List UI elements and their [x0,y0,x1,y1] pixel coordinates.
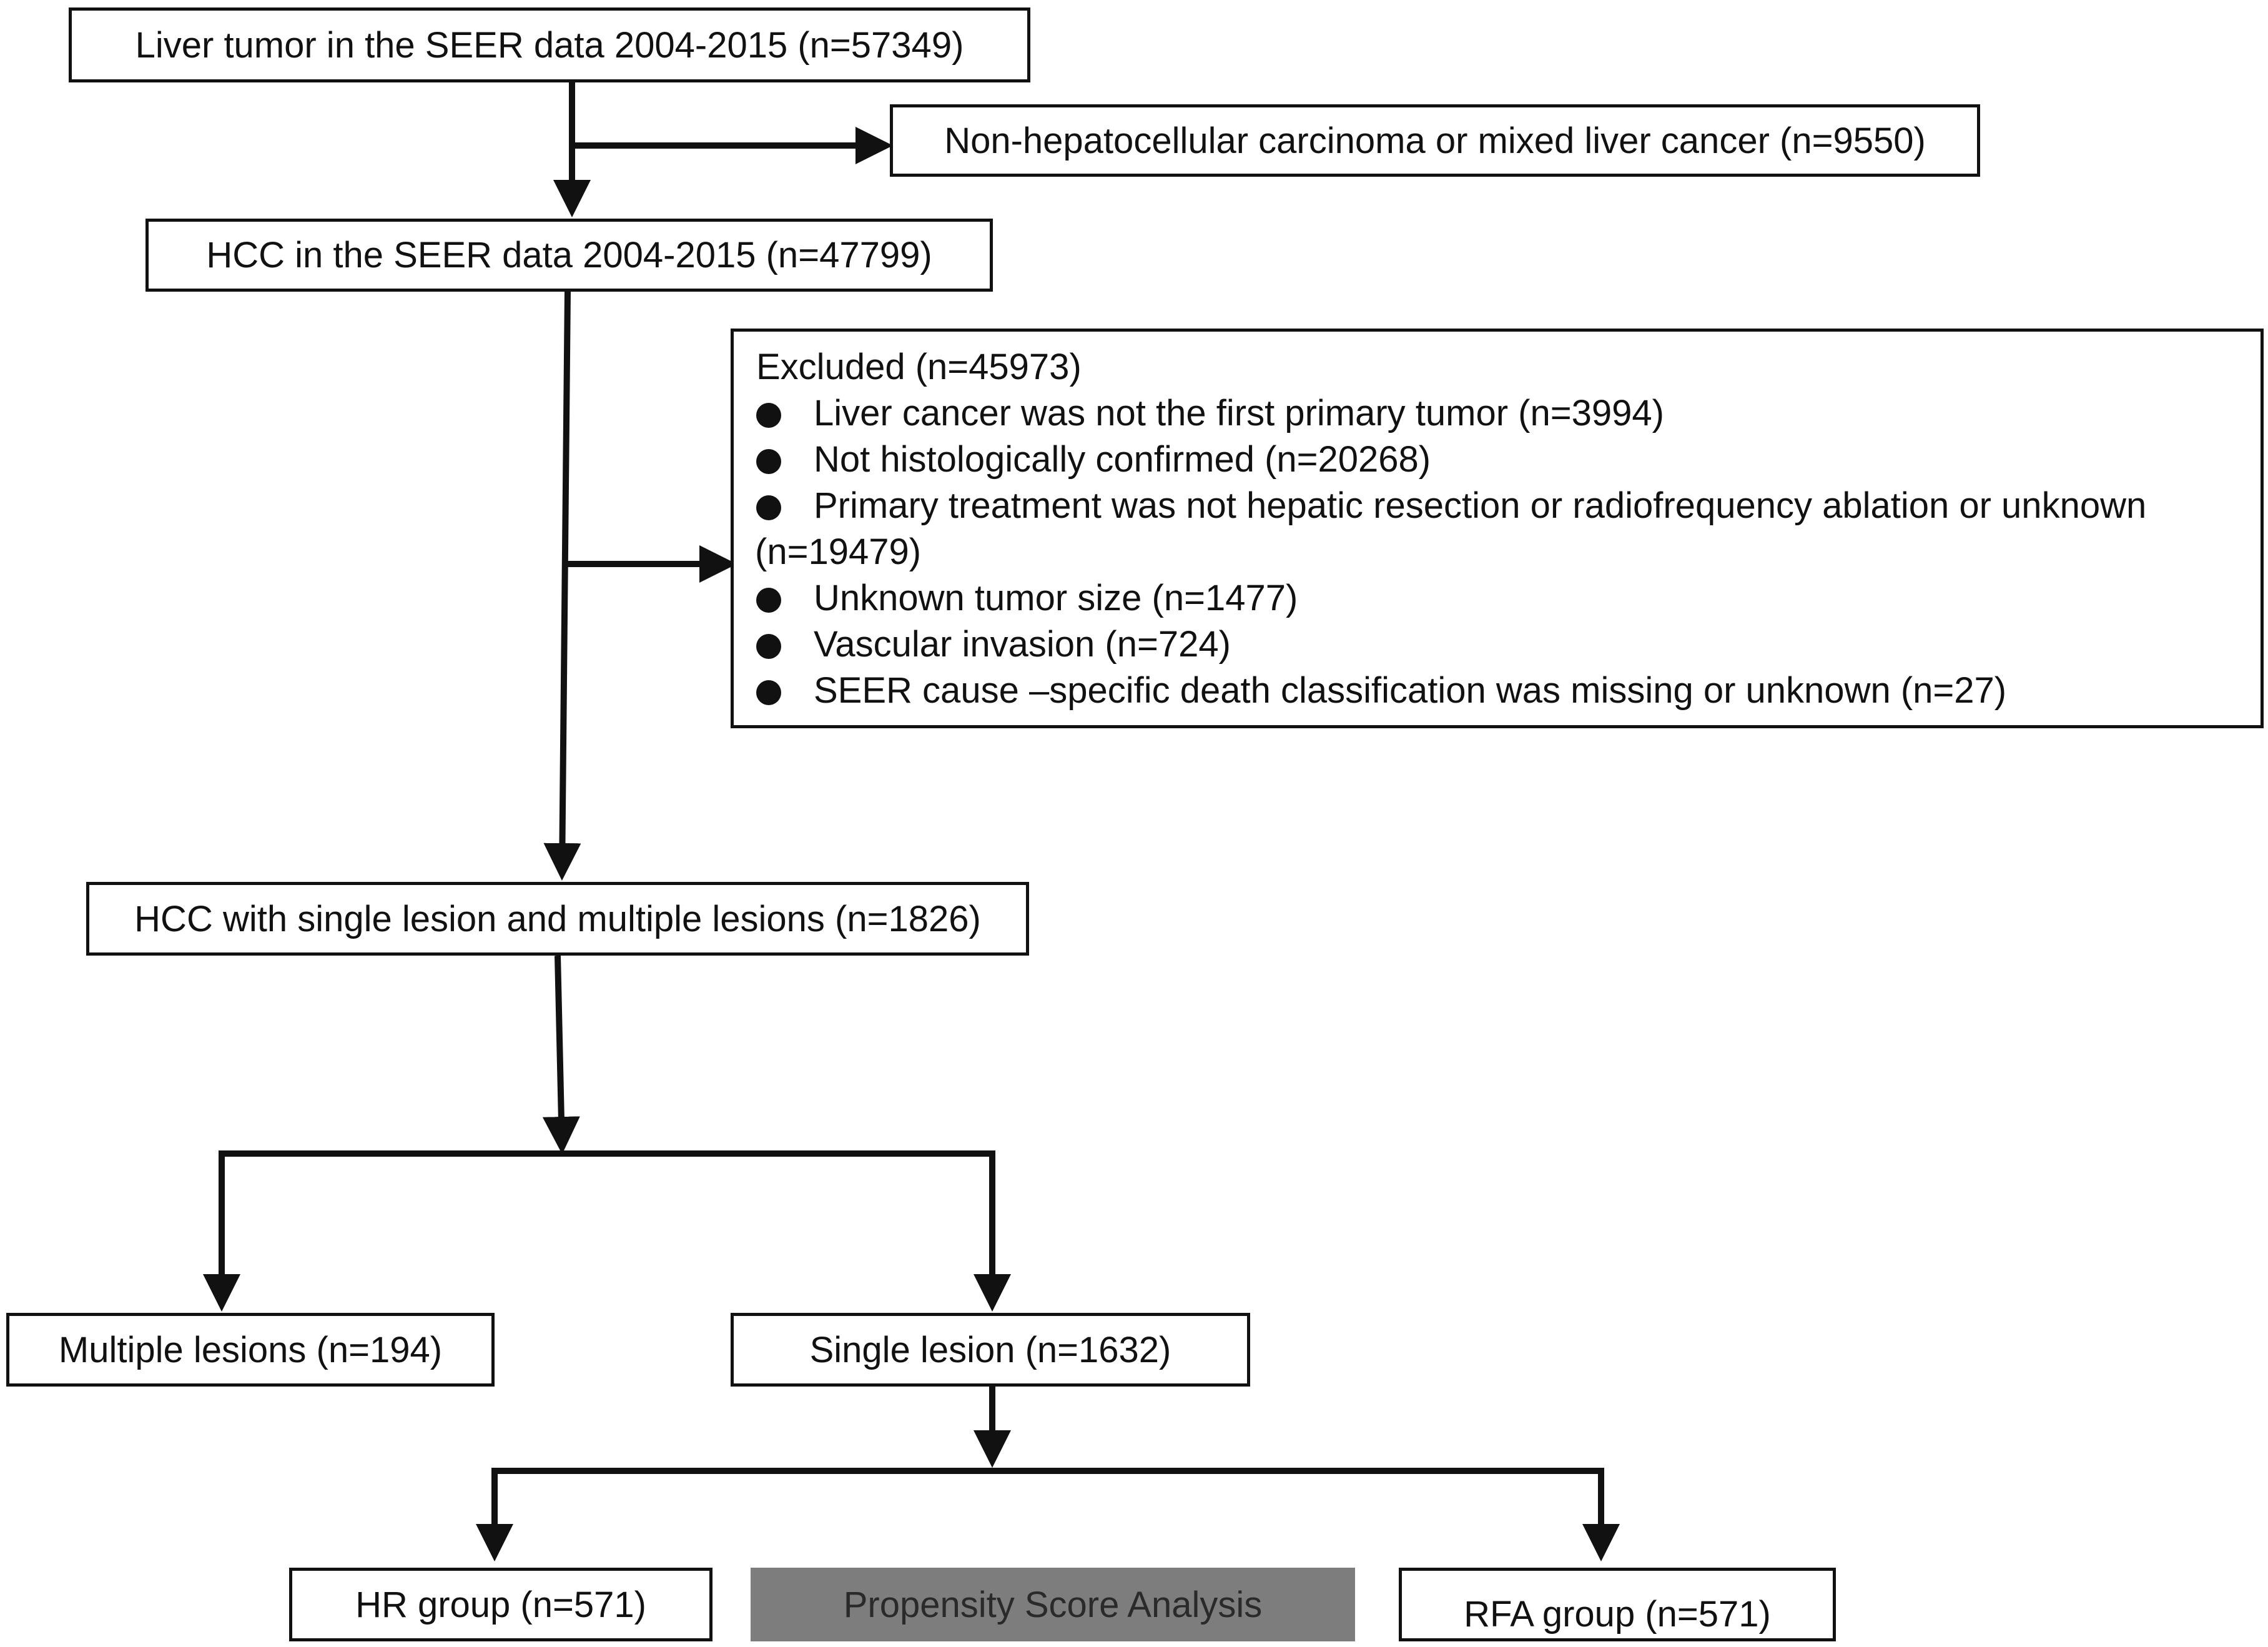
multiple-lesions-box: Multiple lesions (n=194) [6,1313,495,1387]
single-lesion-box: Single lesion (n=1632) [731,1313,1250,1387]
excluded-box: Excluded (n=45973) Liver cancer was not … [731,329,2264,728]
rfa-group-box: RFA group (n=571) [1399,1568,1836,1641]
arrow-hcc-to-lesions [543,291,581,881]
excluded-item: SEER cause –specific death classificatio… [756,668,2242,714]
excluded-item: Not histologically confirmed (n=20268) [756,437,2242,483]
bullet-icon [756,588,781,613]
non-hcc-box: Non-hepatocellular carcinoma or mixed li… [890,104,1980,177]
propensity-score-box: Propensity Score Analysis [751,1568,1355,1641]
excluded-item: Liver cancer was not the first primary t… [756,390,2242,437]
excluded-item: Primary treatment was not hepatic resect… [756,483,2242,529]
excluded-item: Unknown tumor size (n=1477) [756,575,2242,621]
excluded-item: Vascular invasion (n=724) [756,621,2242,668]
bullet-icon [756,495,781,520]
bullet-icon [756,680,781,705]
liver-tumor-box: Liver tumor in the SEER data 2004-2015 (… [69,7,1030,82]
excluded-item-continuation: (n=19479) [755,532,922,572]
hr-group-box: HR group (n=571) [289,1568,712,1641]
hcc-seer-box: HCC in the SEER data 2004-2015 (n=47799) [145,219,993,292]
bullet-icon [756,634,781,659]
bullet-icon [756,449,781,474]
bullet-icon [756,403,781,428]
excluded-title: Excluded (n=45973) [756,347,1082,387]
hcc-lesions-box: HCC with single lesion and multiple lesi… [86,882,1029,956]
